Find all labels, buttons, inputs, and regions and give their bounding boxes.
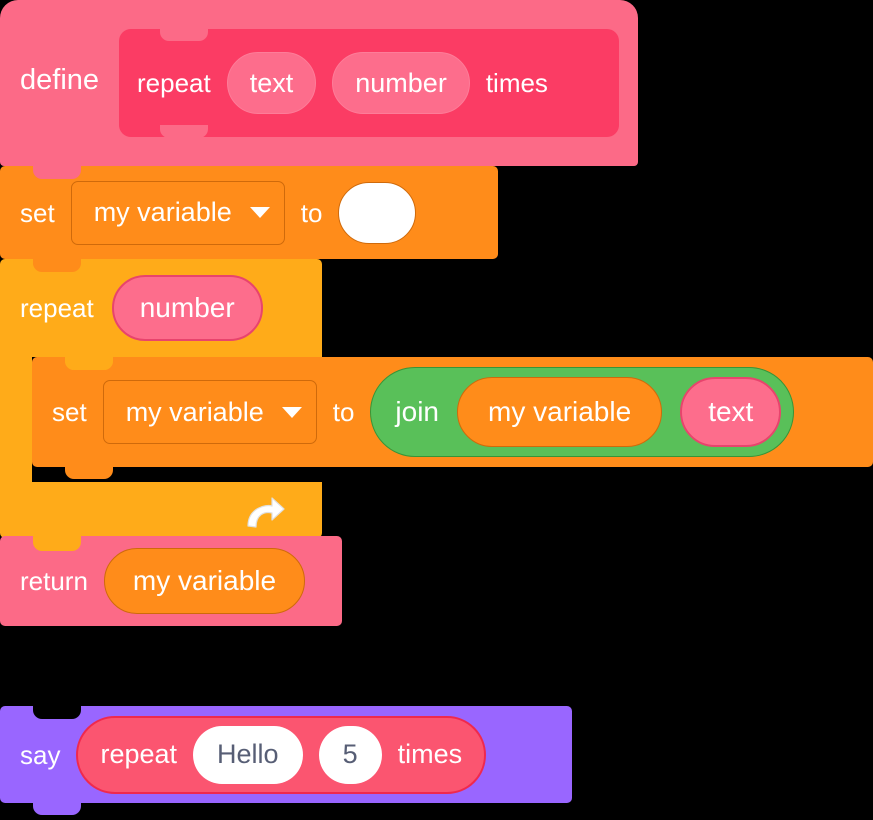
call-input-number[interactable]: 5	[318, 725, 382, 784]
prototype-label-end: times	[485, 68, 548, 98]
block-bottom-notch	[65, 466, 113, 479]
return-value-variable[interactable]: my variable	[103, 548, 306, 614]
repeat-inner-notch	[65, 357, 113, 370]
join-operand-variable[interactable]: my variable	[457, 377, 663, 447]
join-label: join	[395, 396, 440, 427]
block-bottom-notch	[33, 258, 81, 271]
variable-dropdown-label: my variable	[125, 396, 264, 427]
block-top-notch	[33, 706, 81, 719]
repeat-header[interactable]: repeat number	[0, 259, 322, 357]
custom-block-call[interactable]: repeat Hello 5 times	[76, 715, 487, 794]
return-label: return	[20, 566, 88, 596]
chevron-down-icon	[281, 406, 302, 418]
prototype-top-notch	[160, 28, 208, 41]
prototype-label-start: repeat	[137, 68, 211, 98]
join-operator-block[interactable]: join my variable text	[370, 367, 795, 457]
set-value-input[interactable]	[338, 181, 417, 244]
block-top-notch	[33, 166, 81, 179]
variable-dropdown-label: my variable	[93, 197, 232, 227]
to-label: to	[332, 397, 355, 427]
call-label-end: times	[397, 739, 463, 769]
custom-block-prototype[interactable]: repeat text number times	[119, 28, 619, 138]
loop-arrow-icon	[247, 497, 285, 528]
variable-dropdown[interactable]: my variable	[70, 180, 285, 245]
join-operand-parameter[interactable]: text	[680, 377, 782, 447]
chevron-down-icon	[249, 207, 270, 218]
repeat-times-argument[interactable]: number	[111, 275, 263, 341]
call-label-start: repeat	[100, 739, 178, 769]
prototype-param-text[interactable]: text	[226, 52, 317, 114]
repeat-bottom-notch	[33, 538, 81, 551]
set-variable-block-join[interactable]: set my variable to join my variable text	[32, 357, 873, 479]
variable-dropdown[interactable]: my variable	[102, 380, 317, 444]
set-label: set	[20, 197, 55, 228]
prototype-param-number[interactable]: number	[332, 52, 470, 114]
block-bottom-notch	[33, 802, 81, 815]
define-hat-block[interactable]: define repeat text number times	[0, 0, 638, 177]
repeat-footer[interactable]	[0, 482, 322, 538]
to-label: to	[300, 197, 323, 228]
repeat-left-arm	[0, 357, 32, 482]
repeat-label: repeat	[20, 293, 94, 323]
set-label: set	[52, 397, 87, 427]
say-block[interactable]: say repeat Hello 5 times	[0, 706, 572, 815]
define-keyword-label: define	[20, 64, 100, 96]
say-label: say	[20, 739, 61, 770]
call-input-text[interactable]: Hello	[193, 725, 303, 784]
set-variable-block-initial[interactable]: set my variable to	[0, 166, 498, 271]
prototype-bottom-notch	[160, 125, 208, 138]
